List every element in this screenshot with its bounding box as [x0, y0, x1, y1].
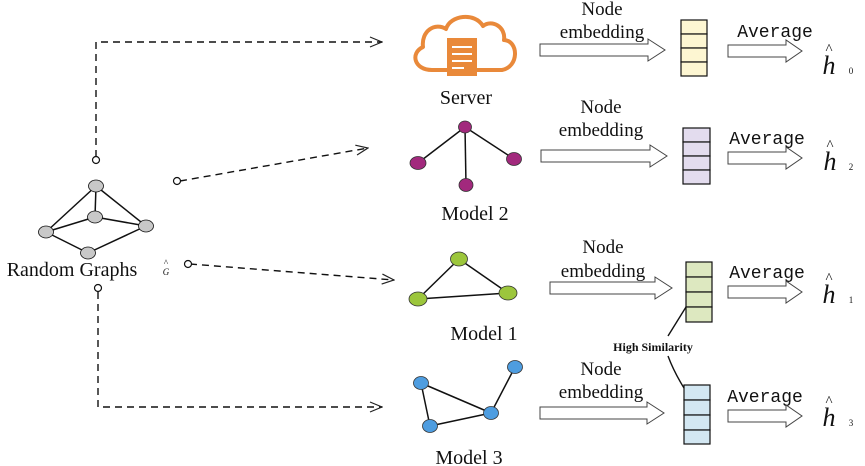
model1-vector-cell [685, 291, 713, 308]
model1-vector-cell [685, 261, 713, 278]
model1-row: Model 1 Node embedding Average ^ h 1 [450, 237, 853, 345]
model1-embedding-label: embedding [561, 261, 646, 282]
model3-vector-cell [683, 384, 711, 401]
model2-vector-cell [682, 169, 711, 185]
model1-node [498, 285, 518, 301]
model3-node [422, 419, 438, 433]
model2-label: Model 2 [441, 203, 508, 225]
server-h-symbol: h [823, 51, 836, 80]
model3-embedding-arrow [539, 401, 665, 425]
model2-vector-cell [682, 141, 711, 157]
server-vector-cell [680, 47, 708, 63]
model1-average-arrow [727, 280, 803, 304]
distribution-arrows [95, 42, 394, 407]
model3-row: Model 3 Node embedding Average ^ h 3 [435, 359, 853, 466]
server-vector-cell [680, 19, 708, 35]
model2-row: Model 2 Node embedding Average ^ h 2 [441, 97, 853, 225]
model2-h-hat: ^ [826, 138, 833, 154]
server-row: Server Node embedding Average ^ h 0 [440, 0, 854, 109]
random-graph-node [38, 225, 54, 239]
random-graph-node [88, 179, 104, 193]
server-label: Server [440, 87, 493, 109]
dashed-arrow-to-server [95, 42, 382, 157]
model3-vector-cell [683, 414, 711, 431]
model1-graph [408, 251, 518, 307]
model3-node [413, 376, 429, 390]
model1-embedding-arrow [549, 276, 673, 300]
model3-h-symbol: h [823, 403, 836, 432]
server-embedding-arrow [539, 38, 666, 62]
server-node-label: Node [581, 0, 622, 20]
model2-average-label: Average [729, 130, 805, 150]
model3-graph [413, 360, 523, 433]
cloud-document-icon [413, 15, 517, 76]
high-similarity-label: High Similarity [613, 340, 693, 354]
random-graph-nodes [38, 179, 154, 260]
model2-vector-cell [682, 127, 711, 143]
model2-graph [409, 120, 522, 192]
server-embedding-label: embedding [560, 22, 645, 43]
model1-node-label: Node [582, 237, 623, 258]
model3-average-arrow [727, 404, 803, 428]
model1-label: Model 1 [450, 323, 517, 345]
dashed-arrow-to-model2 [179, 148, 368, 182]
model1-average-label: Average [729, 264, 805, 284]
model1-h-hat: ^ [825, 271, 832, 287]
random-graphs-label: Random Graphs [7, 259, 138, 281]
model2-vector-cell [682, 155, 711, 171]
server-average-label: Average [737, 23, 813, 43]
model2-node [506, 152, 522, 166]
model1-vector-cell [685, 276, 713, 293]
g-hat-accent: ^ [164, 258, 169, 268]
random-graph-node [87, 210, 103, 224]
model1-node [450, 251, 468, 267]
server-h-subscript: 0 [849, 66, 854, 76]
model1-vector-cell [685, 306, 713, 323]
server-h-hat: ^ [825, 42, 832, 58]
model3-node-label: Node [580, 359, 621, 380]
model3-node [507, 360, 523, 374]
random-graph-node [138, 219, 154, 233]
model2-node [409, 156, 427, 170]
model1-h-symbol: h [823, 280, 836, 309]
model3-vector-cell [683, 429, 711, 445]
dashed-arrow-to-model1 [189, 263, 394, 280]
model3-average-label: Average [727, 388, 803, 408]
model3-h-subscript: 3 [849, 418, 854, 428]
g-symbol: G [163, 267, 170, 277]
high-similarity-connector [667, 306, 687, 389]
model3-h-hat: ^ [825, 394, 832, 410]
model3-vector-cell [683, 399, 711, 416]
server-vector-cell [680, 61, 708, 77]
dashed-arrow-to-model3 [97, 292, 382, 407]
model3-embedding-label: embedding [559, 382, 644, 403]
server-average-arrow [727, 39, 803, 63]
model1-node [408, 291, 428, 307]
server-vector-cell [680, 33, 708, 49]
model2-average-arrow [727, 146, 803, 170]
model3-node [483, 406, 499, 420]
model2-h-subscript: 2 [849, 162, 854, 172]
model2-embedding-label: embedding [559, 120, 644, 141]
model2-embedding-arrow [540, 144, 668, 168]
model1-h-subscript: 1 [849, 295, 854, 305]
model2-h-symbol: h [824, 147, 837, 176]
random-graph: Random Graphs ^ G [7, 179, 170, 281]
model2-node [458, 120, 472, 134]
model2-node [458, 178, 474, 192]
model2-node-label: Node [580, 97, 621, 118]
dashed-arrow-origins [91, 155, 193, 293]
model3-label: Model 3 [435, 447, 502, 466]
random-graph-node [80, 246, 96, 260]
